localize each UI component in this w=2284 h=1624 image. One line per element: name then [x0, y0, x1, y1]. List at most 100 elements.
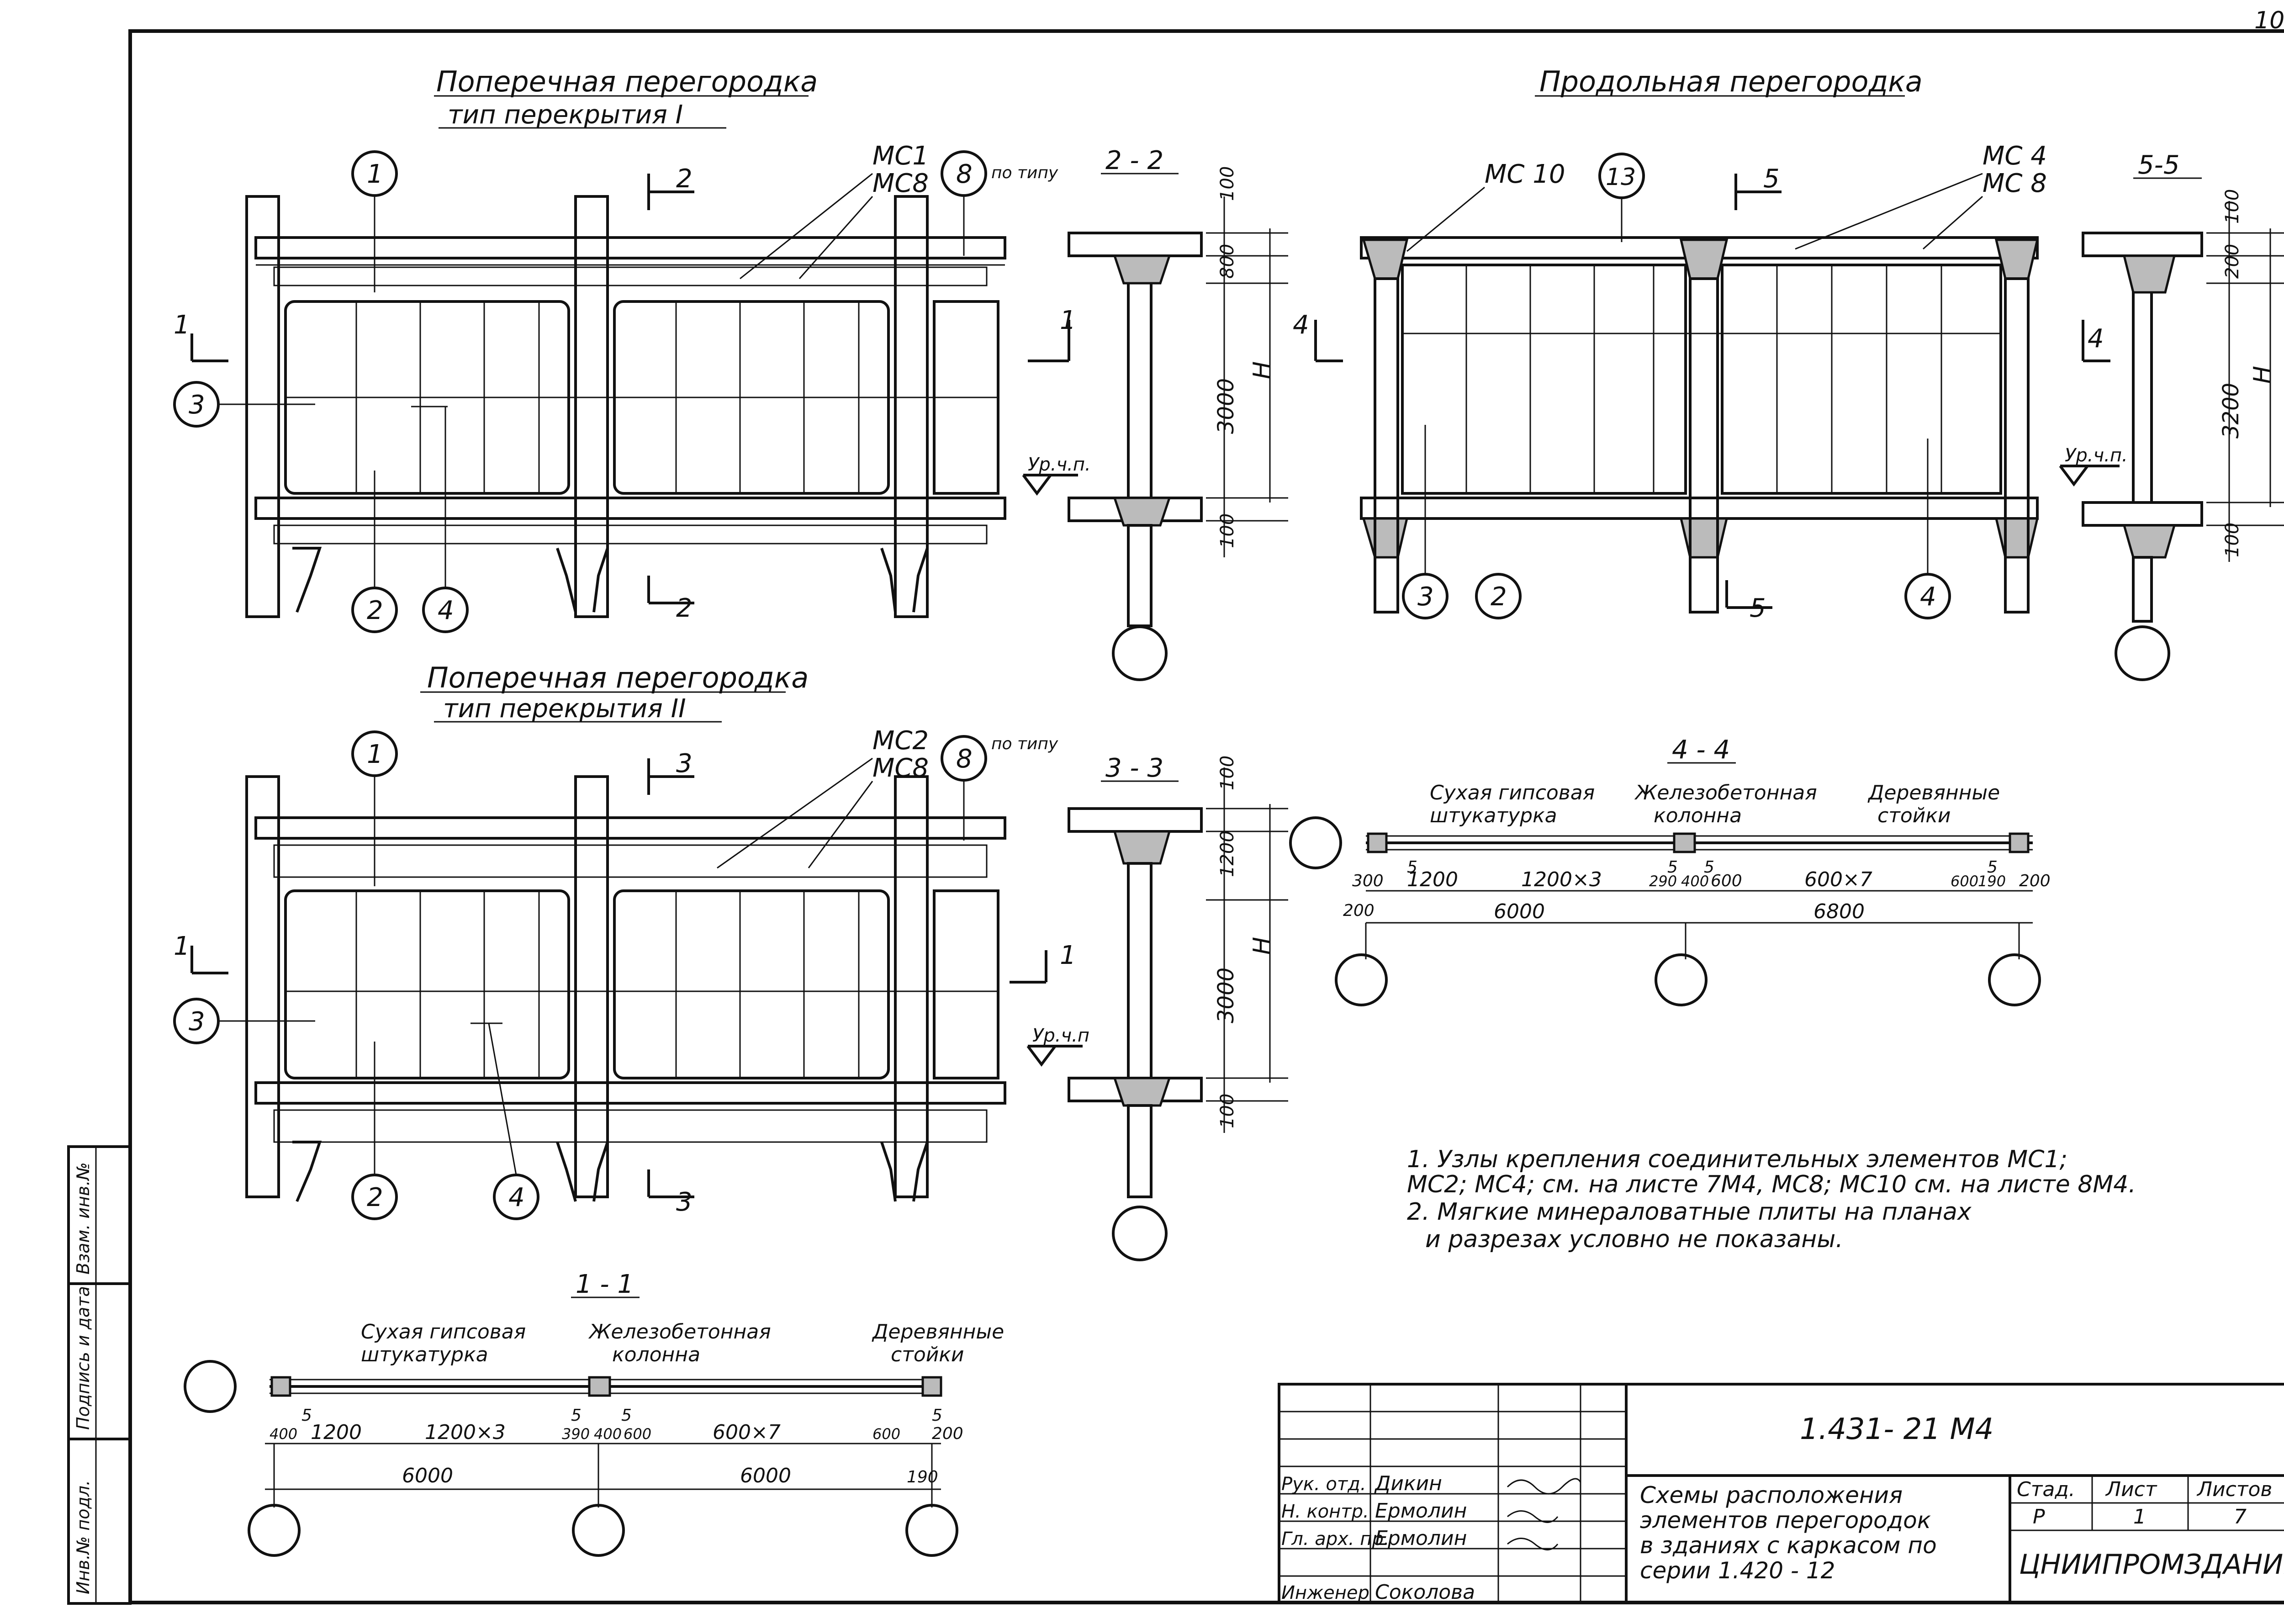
svg-text:100: 100: [1217, 166, 1238, 201]
view-subtitle: тип перекрытия II: [443, 694, 686, 724]
svg-text:400: 400: [270, 1425, 297, 1443]
svg-text:Листов: Листов: [2196, 1478, 2272, 1501]
svg-text:стойки: стойки: [891, 1343, 964, 1366]
svg-text:4: 4: [508, 1183, 525, 1212]
level-label: Ур.ч.п.: [1028, 454, 1091, 475]
view-subtitle: тип перекрытия I: [448, 100, 683, 130]
svg-text:4: 4: [2088, 324, 2104, 354]
tag-mc8: МС8: [872, 753, 929, 783]
svg-text:Инженер: Инженер: [1281, 1582, 1369, 1603]
svg-text:390: 390: [562, 1425, 590, 1443]
axis-bubble: [1112, 1206, 1168, 1261]
svg-text:290: 290: [1649, 873, 1677, 890]
view-title: Продольная перегородка: [1539, 65, 1923, 98]
tag-mc8: МС8: [872, 169, 929, 198]
title-block: 1.431- 21 М4 Схемы расположения элементо…: [1278, 1383, 2284, 1604]
svg-text:3200: 3200: [2218, 383, 2244, 439]
plan-1-1: 1 - 1 Сухая гипсовая штукатурка Железобе…: [184, 1270, 1004, 1557]
svg-text:колонна: колонна: [1654, 804, 1742, 827]
svg-text:4: 4: [1920, 582, 1936, 612]
svg-text:3000: 3000: [1213, 968, 1239, 1023]
view-title: Поперечная перегородка: [436, 65, 818, 98]
svg-text:Р: Р: [2033, 1505, 2045, 1529]
document-code: 1.431- 21 М4: [1800, 1412, 1993, 1446]
svg-text:Деревянные: Деревянные: [872, 1320, 1004, 1344]
plan-title: 1 - 1: [576, 1270, 634, 1299]
svg-text:Подпись и дата: Подпись и дата: [73, 1286, 93, 1430]
svg-text:3: 3: [676, 749, 693, 778]
svg-text:300: 300: [1352, 872, 1384, 890]
tag-mc8: МС 8: [1983, 169, 2047, 198]
svg-text:200: 200: [932, 1424, 963, 1443]
svg-text:5: 5: [301, 1406, 312, 1425]
svg-text:1: 1: [1060, 941, 1076, 970]
svg-text:4: 4: [1293, 310, 1309, 340]
svg-text:1200×3: 1200×3: [425, 1421, 506, 1444]
svg-text:1200×3: 1200×3: [1521, 868, 1602, 891]
svg-text:400: 400: [594, 1425, 622, 1443]
svg-text:600×7: 600×7: [713, 1421, 781, 1444]
po-tipu-label: по типу: [991, 735, 1058, 753]
svg-text:1200: 1200: [1217, 831, 1238, 877]
po-tipu-label: по типу: [991, 164, 1058, 182]
svg-text:2: 2: [676, 164, 693, 194]
svg-text:Деревянные: Деревянные: [1867, 781, 2000, 804]
tag-mc4: МС 4: [1983, 141, 2047, 171]
section-title: 5-5: [2138, 150, 2179, 180]
svg-text:2. Мягкие минераловатные плиты: 2. Мягкие минераловатные плиты на планах: [1407, 1198, 1972, 1226]
svg-text:2: 2: [367, 1183, 383, 1212]
svg-text:6000: 6000: [402, 1464, 453, 1487]
svg-text:1: 1: [367, 159, 383, 189]
svg-text:Лист: Лист: [2105, 1478, 2157, 1501]
svg-text:100: 100: [1217, 1094, 1238, 1128]
svg-text:100: 100: [1217, 756, 1238, 790]
svg-text:8: 8: [956, 744, 973, 774]
svg-text:Стад.: Стад.: [2017, 1478, 2075, 1501]
svg-text:5: 5: [1987, 858, 1998, 877]
svg-text:8: 8: [956, 159, 973, 189]
svg-text:Инв.№ подл.: Инв.№ подл.: [73, 1480, 93, 1594]
svg-text:7: 7: [2234, 1505, 2247, 1529]
signature-mark: [1507, 1478, 1581, 1495]
svg-text:800: 800: [1217, 244, 1238, 279]
svg-text:1200: 1200: [311, 1421, 362, 1444]
svg-text:Н. контр.: Н. контр.: [1281, 1501, 1369, 1522]
svg-text:5: 5: [1667, 858, 1678, 877]
svg-text:5: 5: [571, 1406, 582, 1425]
svg-text:200: 200: [1343, 901, 1375, 920]
svg-text:600: 600: [872, 1425, 900, 1443]
svg-text:6000: 6000: [740, 1464, 791, 1487]
svg-text:200: 200: [2019, 872, 2051, 890]
svg-text:3: 3: [1417, 582, 1434, 612]
svg-text:5: 5: [621, 1406, 632, 1425]
svg-text:400: 400: [1681, 873, 1709, 890]
section-title: 3 - 3: [1105, 753, 1163, 783]
svg-text:3: 3: [676, 1187, 693, 1217]
signature-mark: [1507, 1538, 1559, 1550]
svg-text:Сухая гипсовая: Сухая гипсовая: [1430, 781, 1595, 804]
svg-text:100: 100: [2222, 523, 2243, 557]
svg-text:Рук. отд.: Рук. отд.: [1281, 1474, 1366, 1495]
svg-text:и разрезах условно не показаны: и разрезах условно не показаны.: [1425, 1226, 1843, 1253]
tag-mc10: МС 10: [1485, 159, 1565, 189]
svg-text:Ермолин: Ермолин: [1375, 1527, 1467, 1550]
svg-text:Железобетонная: Железобетонная: [588, 1320, 771, 1344]
svg-text:2: 2: [1491, 582, 1507, 612]
svg-text:1: 1: [174, 310, 190, 340]
transverse-partition-2: Поперечная перегородка тип перекрытия II: [173, 661, 1058, 1220]
section-3-3: 3 - 3 100 1200 3000 Н 100 Ур.ч.п 1: [1010, 753, 1288, 1261]
svg-text:6800: 6800: [1813, 900, 1865, 923]
svg-text:100: 100: [2222, 189, 2243, 224]
section-title: 2 - 2: [1105, 146, 1163, 175]
section-5-5: 5-5 100 200 3200 Н 100 Ур.ч.п.: [2059, 150, 2284, 681]
svg-text:2: 2: [367, 596, 383, 625]
svg-text:Дикин: Дикин: [1374, 1472, 1442, 1495]
svg-text:элементов перегородок: элементов перегородок: [1640, 1507, 1931, 1534]
transverse-partition-1: Поперечная перегородка тип перекрытия I: [173, 65, 1058, 633]
svg-text:600: 600: [624, 1425, 651, 1443]
svg-text:600×7: 600×7: [1804, 868, 1872, 891]
signature-mark: [1507, 1510, 1559, 1523]
svg-text:Н: Н: [2249, 366, 2276, 384]
svg-text:1: 1: [367, 740, 383, 769]
svg-text:5: 5: [1407, 858, 1417, 877]
